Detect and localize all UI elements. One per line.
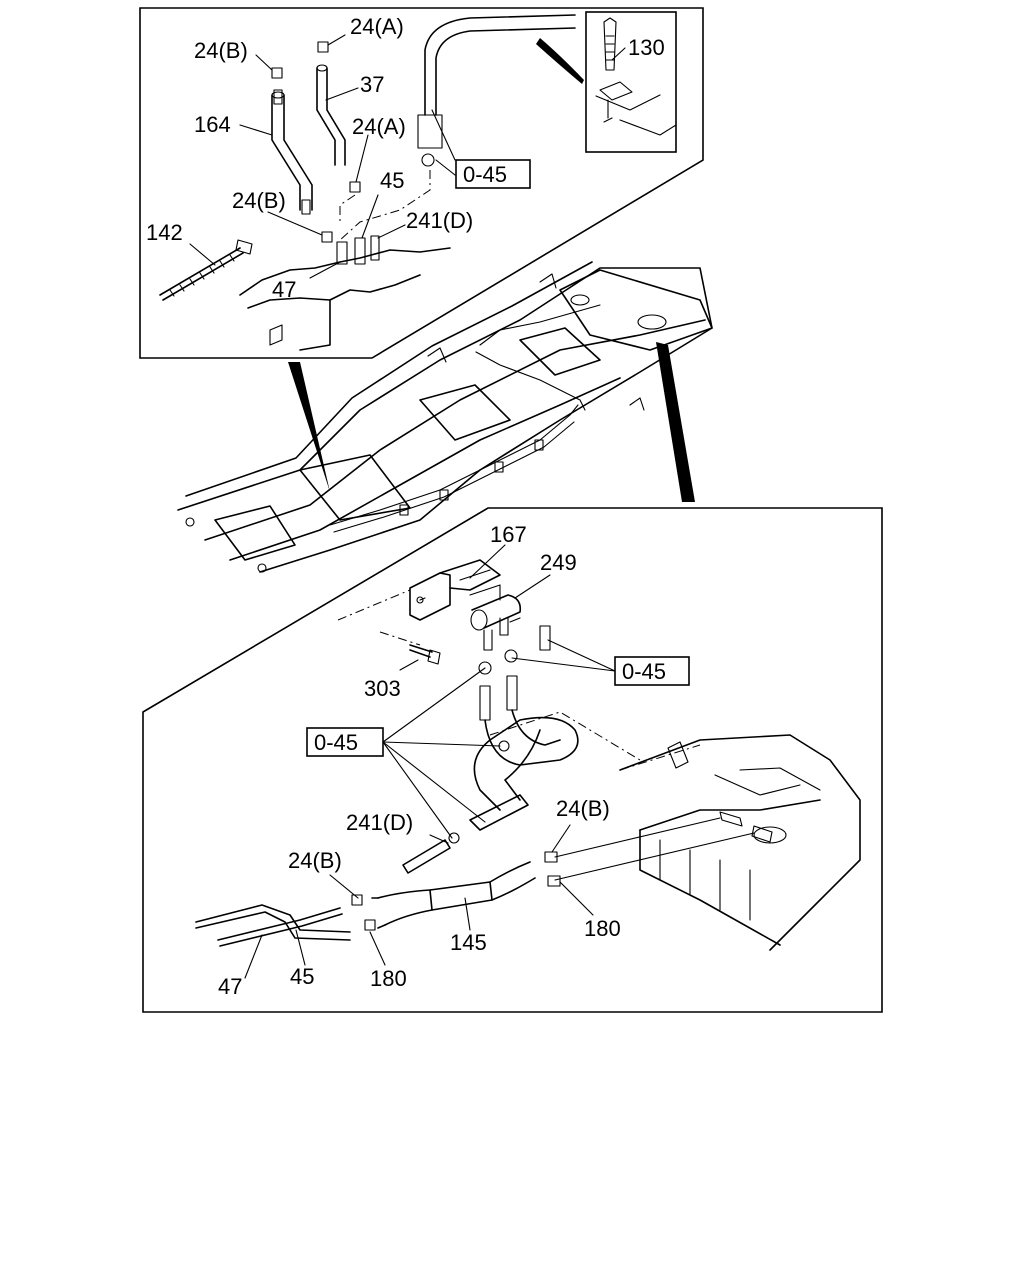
lower-detail-panel xyxy=(142,507,883,1013)
callout-303: 303 xyxy=(364,676,401,701)
leader-wedge-top xyxy=(288,362,330,492)
callout-47-bottom: 47 xyxy=(218,974,242,999)
chassis-frame xyxy=(177,261,713,573)
upper-detail-panel xyxy=(139,7,704,359)
callout-24b-bottom-right: 24(B) xyxy=(556,796,610,821)
leader-wedge-bottom xyxy=(656,342,695,502)
callout-24b-top: 24(B) xyxy=(194,38,248,63)
reference-tag-left: 0-45 xyxy=(314,730,358,755)
callout-241d-bottom: 241(D) xyxy=(346,810,413,835)
callout-180-right: 180 xyxy=(584,916,621,941)
callout-249: 249 xyxy=(540,550,577,575)
callout-164: 164 xyxy=(194,112,231,137)
callout-labels: 24(A) 24(B) 37 164 24(A) 45 24(B) 241(D)… xyxy=(146,14,665,999)
callout-167: 167 xyxy=(490,522,527,547)
callout-45-top: 45 xyxy=(380,168,404,193)
callout-24a-top: 24(A) xyxy=(350,14,404,39)
callout-24a-mid: 24(A) xyxy=(352,114,406,139)
reference-tag-top: 0-45 xyxy=(463,162,507,187)
callout-145: 145 xyxy=(450,930,487,955)
callout-45-bottom: 45 xyxy=(290,964,314,989)
callout-leaders xyxy=(189,34,626,839)
reference-tag-right: 0-45 xyxy=(622,659,666,684)
callout-24b-mid: 24(B) xyxy=(232,188,286,213)
callout-47-top: 47 xyxy=(272,277,296,302)
callout-130: 130 xyxy=(628,35,665,60)
callout-241d-top: 241(D) xyxy=(406,208,473,233)
callout-24b-bottom-left: 24(B) xyxy=(288,848,342,873)
callout-180-left: 180 xyxy=(370,966,407,991)
callout-37: 37 xyxy=(360,72,384,97)
reference-tags: 0-45 0-45 0-45 xyxy=(306,159,690,757)
callout-142: 142 xyxy=(146,220,183,245)
